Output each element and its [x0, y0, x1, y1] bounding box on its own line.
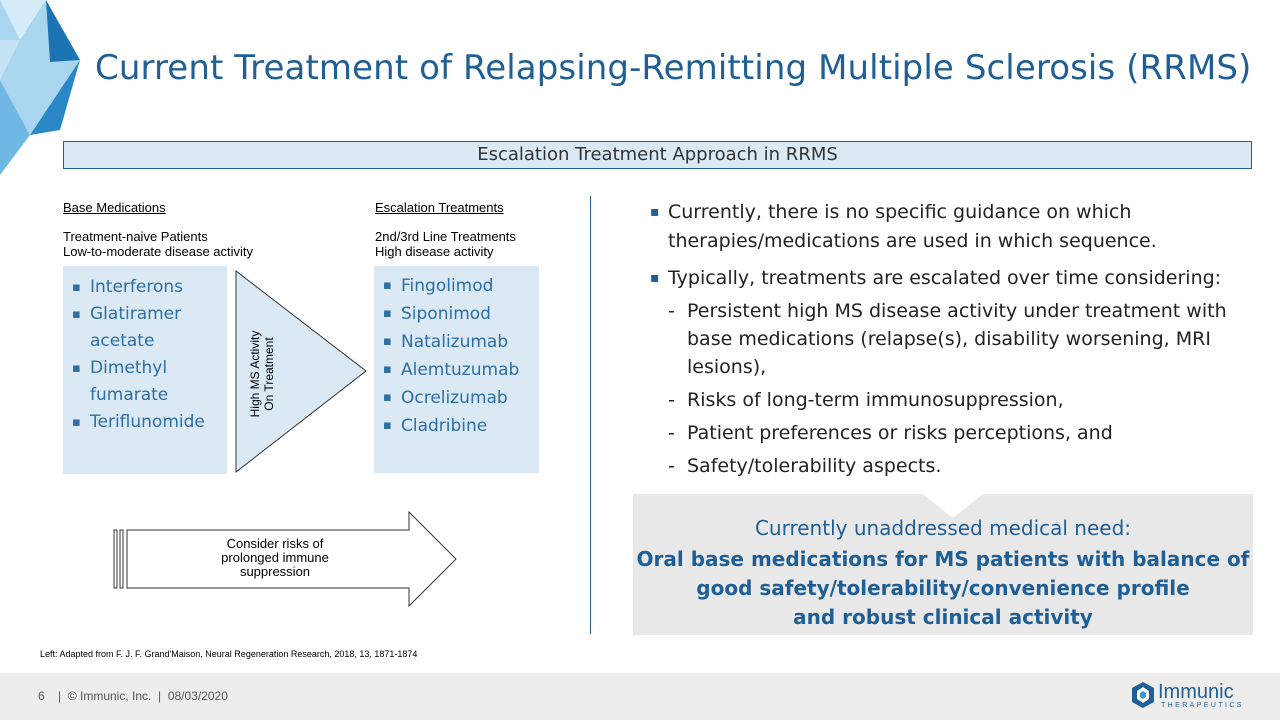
triangle-line1: High MS Activity: [248, 330, 262, 418]
escalation-sub1: 2nd/3rd Line Treatments: [375, 229, 516, 244]
column-divider: [590, 196, 591, 634]
need-heading: Currently unaddressed medical need:: [754, 516, 1132, 540]
risk-line2: prolonged immune: [221, 550, 329, 565]
sub-bullet-list: Persistent high MS disease activity unde…: [668, 297, 1250, 480]
list-item: Alemtuzumab: [374, 356, 539, 384]
escalation-sub2: High disease activity: [375, 244, 494, 259]
source-footnote: Left: Adapted from F. J. F. Grand'Maison…: [40, 649, 418, 659]
triangle-label: High MS Activity On Treatment: [240, 307, 285, 427]
risk-arrow-label: Consider risks of prolonged immune suppr…: [180, 537, 370, 579]
medical-need-box: [633, 494, 1253, 635]
corner-decoration: [0, 0, 80, 175]
bullet-guidance: Currently, there is no specific guidance…: [650, 198, 1250, 256]
list-item: Teriflunomide: [63, 409, 227, 436]
company-name: © Immunic, Inc.: [67, 689, 152, 703]
bullet-list: Currently, there is no specific guidance…: [650, 198, 1250, 488]
list-item: Siponimod: [374, 300, 539, 328]
page-number: 6: [38, 689, 45, 703]
slide-date: 08/03/2020: [167, 689, 228, 703]
logo-tagline: THERAPEUTICS: [1161, 702, 1244, 709]
bullet-escalation: Typically, treatments are escalated over…: [650, 264, 1250, 480]
need-box-notch: [923, 494, 983, 518]
need-body: Oral base medications for MS patients wi…: [633, 545, 1253, 632]
footer-bar: [0, 673, 1280, 720]
list-item: Dimethyl fumarate: [63, 355, 227, 409]
need-line4: and robust clinical activity: [793, 605, 1093, 629]
sub-bullet: Risks of long-term immunosuppression,: [668, 386, 1250, 414]
base-sub2: Low-to-moderate disease activity: [63, 244, 254, 259]
sub-bullet: Persistent high MS disease activity unde…: [668, 297, 1250, 381]
bullet-escalation-text: Typically, treatments are escalated over…: [668, 267, 1222, 289]
base-med-box: Interferons Glatiramer acetate Dimethyl …: [63, 266, 227, 474]
triangle-label-text: High MS Activity On Treatment: [248, 314, 276, 434]
base-sub1: Treatment-naive Patients: [63, 229, 208, 244]
list-item: Glatiramer acetate: [63, 301, 227, 355]
risk-arrow: [113, 510, 457, 608]
list-item: Cladribine: [374, 412, 539, 440]
base-heading: Base Medications: [63, 200, 166, 215]
list-item: Interferons: [63, 274, 227, 301]
list-item: Ocrelizumab: [374, 384, 539, 412]
triangle-line2: On Treatment: [262, 337, 276, 411]
approach-banner: Escalation Treatment Approach in RRMS: [63, 141, 1252, 169]
hexagon-logo-icon: [1132, 682, 1154, 708]
footer-separator: |: [158, 689, 162, 703]
escalation-med-list: Fingolimod Siponimod Natalizumab Alemtuz…: [374, 272, 539, 440]
risk-line1: Consider risks of: [226, 536, 324, 551]
sub-bullet: Patient preferences or risks perceptions…: [668, 419, 1250, 447]
risk-line3: suppression: [239, 564, 311, 579]
list-item: Natalizumab: [374, 328, 539, 356]
list-item: Fingolimod: [374, 272, 539, 300]
base-med-list: Interferons Glatiramer acetate Dimethyl …: [63, 274, 227, 436]
escalation-heading: Escalation Treatments: [375, 200, 504, 215]
slide-title: Current Treatment of Relapsing-Remitting…: [95, 48, 1252, 88]
footer-text: 6 | © Immunic, Inc. | 08/03/2020: [38, 689, 228, 703]
footer-separator: |: [58, 689, 62, 703]
need-line3: good safety/tolerability/convenience pro…: [696, 576, 1190, 600]
logo-wordmark: Immunic: [1158, 681, 1234, 703]
need-line2: Oral base medications for MS patients wi…: [636, 547, 1250, 571]
escalation-med-box: Fingolimod Siponimod Natalizumab Alemtuz…: [374, 266, 539, 473]
escalation-triangle: [235, 270, 367, 474]
sub-bullet: Safety/tolerability aspects.: [668, 452, 1250, 480]
